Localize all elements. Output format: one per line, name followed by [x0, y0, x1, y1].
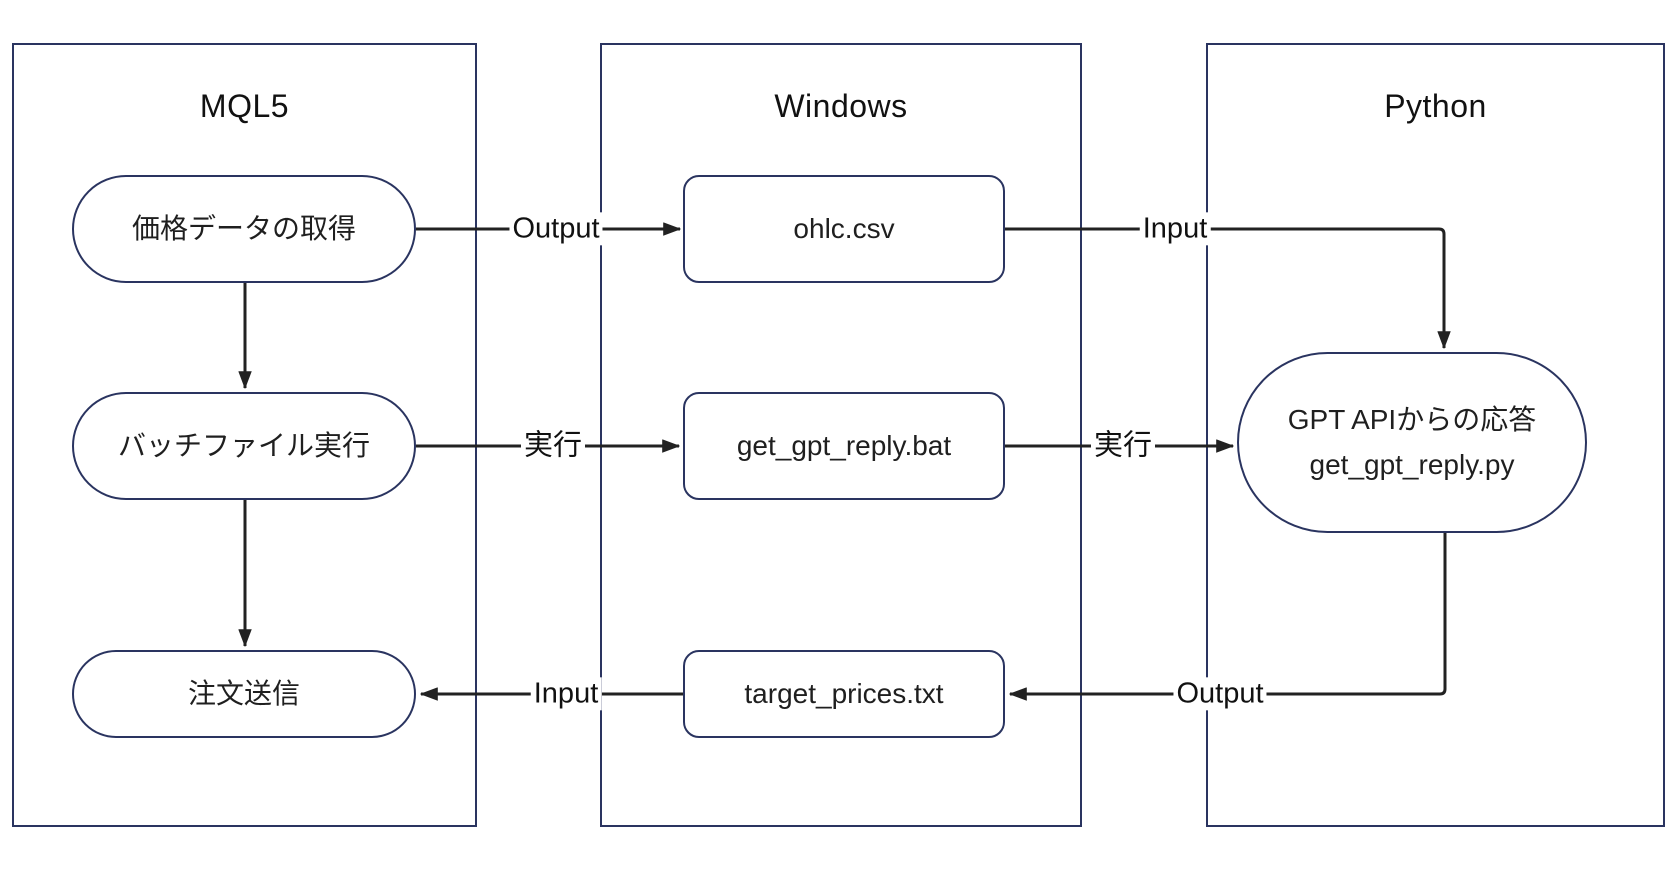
edge-label-exec-right: 実行	[1090, 429, 1156, 463]
node-get-gpt-reply-bat: get_gpt_reply.bat	[683, 392, 1005, 500]
edge-label-input-row1: Input	[1139, 212, 1211, 246]
lane-mql5: MQL5	[12, 43, 477, 827]
node-ohlc-csv: ohlc.csv	[683, 175, 1005, 283]
node-get-price-data: 価格データの取得	[72, 175, 416, 283]
lane-windows: Windows	[600, 43, 1082, 827]
node-target-prices-txt: target_prices.txt	[683, 650, 1005, 738]
node-send-order: 注文送信	[72, 650, 416, 738]
edge-label-output-row3: Output	[1173, 677, 1267, 711]
node-gpt-api-reply: GPT APIからの応答 get_gpt_reply.py	[1237, 352, 1587, 533]
edge-label-output-row1: Output	[509, 212, 603, 246]
lane-title-python: Python	[1384, 88, 1487, 124]
node-get-price-data-label: 価格データの取得	[131, 212, 356, 244]
node-ohlc-csv-label: ohlc.csv	[793, 212, 895, 244]
node-target-prices-txt-label: target_prices.txt	[744, 677, 944, 709]
edge-label-exec-left: 実行	[520, 429, 586, 463]
node-run-batch-file: バッチファイル実行	[72, 392, 416, 500]
lane-python: Python	[1206, 43, 1665, 827]
edge-ohlccsv-to-gptapi	[1005, 227, 1451, 350]
node-run-batch-file-label: バッチファイル実行	[117, 429, 370, 461]
node-get-gpt-reply-bat-label: get_gpt_reply.bat	[736, 429, 952, 461]
node-gpt-api-reply-label-line1: GPT APIからの応答	[1287, 403, 1537, 435]
node-send-order-label: 注文送信	[187, 677, 300, 709]
edge-label-input-row3: Input	[530, 677, 602, 711]
lane-title-mql5: MQL5	[199, 88, 290, 124]
lane-title-windows: Windows	[774, 88, 908, 124]
edge-gptapi-to-targetprices	[1008, 533, 1447, 701]
node-gpt-api-reply-label-line2: get_gpt_reply.py	[1309, 448, 1515, 480]
